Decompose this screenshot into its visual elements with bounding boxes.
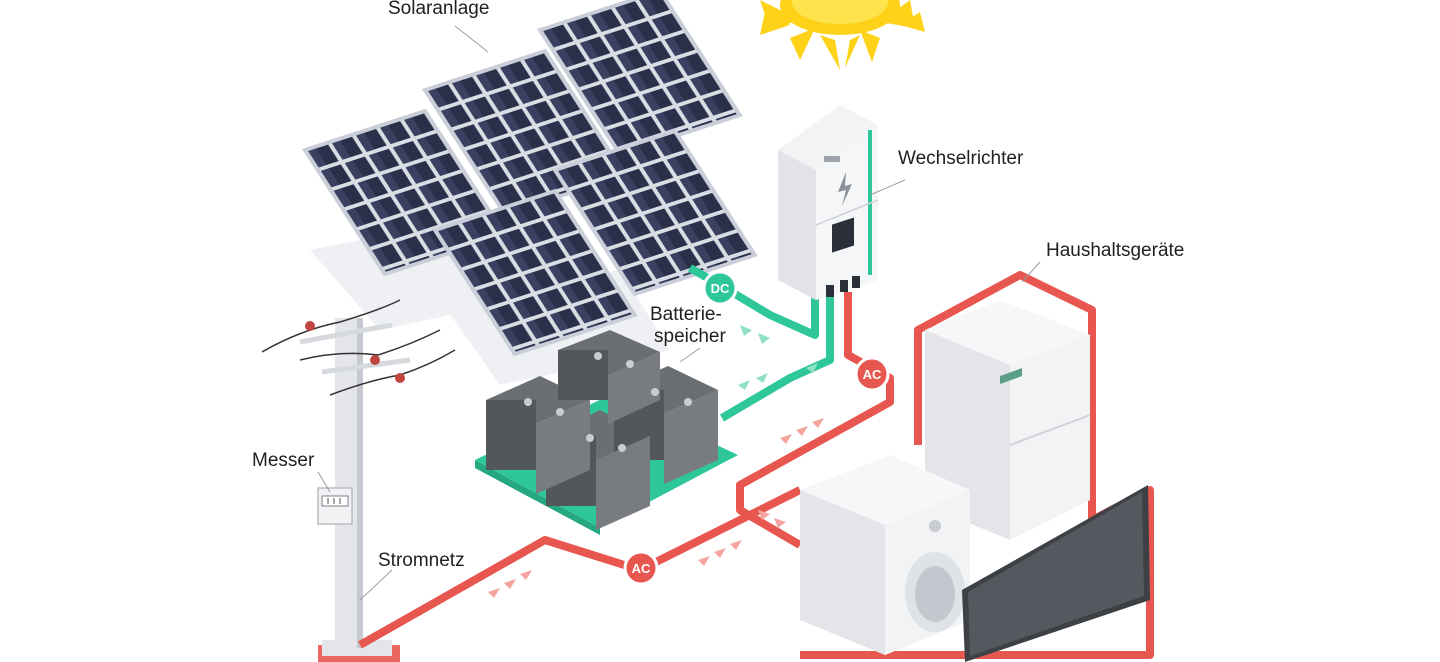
- ac-badge-upper: AC: [854, 356, 890, 392]
- ac-flow-arrows: [488, 418, 824, 598]
- ac-cables: [358, 271, 1154, 659]
- meter-label: Messer: [252, 450, 315, 471]
- solar-panel: [536, 0, 743, 157]
- meter-box: [317, 487, 353, 525]
- ac-badge-lower: AC: [623, 550, 659, 586]
- solar-panel-array: [301, 0, 758, 357]
- dc-badge: DC: [702, 270, 738, 306]
- svg-text:DC: DC: [711, 281, 730, 296]
- svg-text:AC: AC: [863, 367, 882, 382]
- battery-label-line1: Batterie-: [650, 304, 722, 325]
- inverter: [778, 105, 879, 300]
- battery-label-line2: speicher: [654, 326, 726, 347]
- svg-text:AC: AC: [632, 561, 651, 576]
- inverter-label: Wechselrichter: [898, 148, 1024, 169]
- battery-storage: [475, 330, 738, 535]
- dc-flow-arrows: [738, 325, 818, 390]
- solar-panel: [431, 188, 638, 357]
- lightning-icon: [838, 172, 852, 206]
- washing-machine: [800, 455, 970, 655]
- grid-label: Stromnetz: [378, 550, 465, 571]
- leader-lines: [317, 25, 1041, 601]
- appliances-label: Haushaltsgeräte: [1046, 240, 1185, 261]
- utility-pole: [261, 299, 456, 662]
- sun-icon: [760, 0, 925, 70]
- television: [962, 485, 1150, 662]
- solar-panel-label: Solaranlage: [388, 0, 490, 19]
